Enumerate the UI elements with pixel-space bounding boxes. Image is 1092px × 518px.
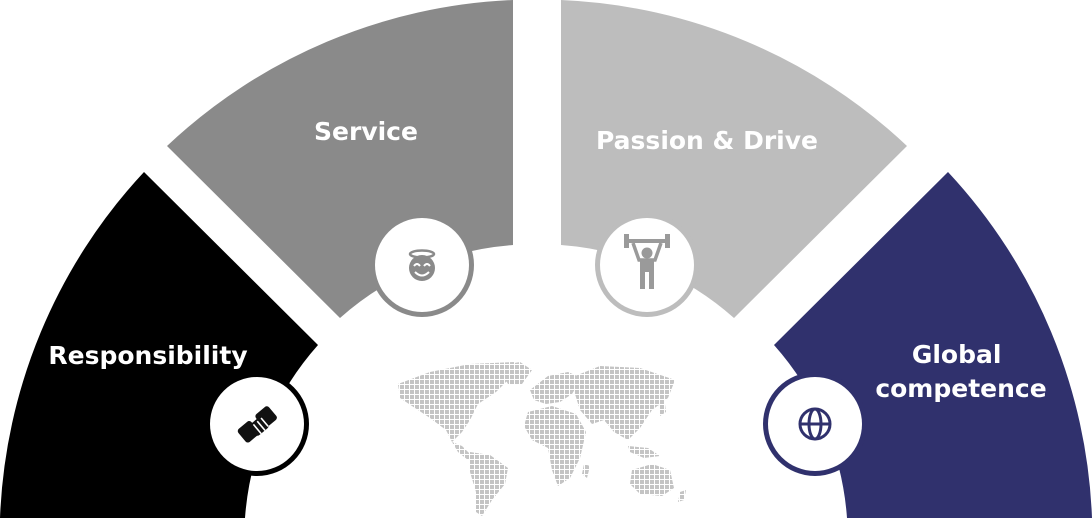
handshake-icon	[205, 372, 309, 476]
service-label: Service	[314, 117, 418, 146]
responsibility-label: Responsibility	[48, 341, 247, 370]
global-competence-label: Global competence	[875, 340, 1046, 403]
globe-icon	[763, 372, 867, 476]
smiling-face-with-halo-icon	[370, 213, 474, 317]
weightlifter-icon	[595, 213, 699, 317]
passion-label: Passion & Drive	[596, 126, 818, 155]
world-map	[398, 362, 686, 516]
